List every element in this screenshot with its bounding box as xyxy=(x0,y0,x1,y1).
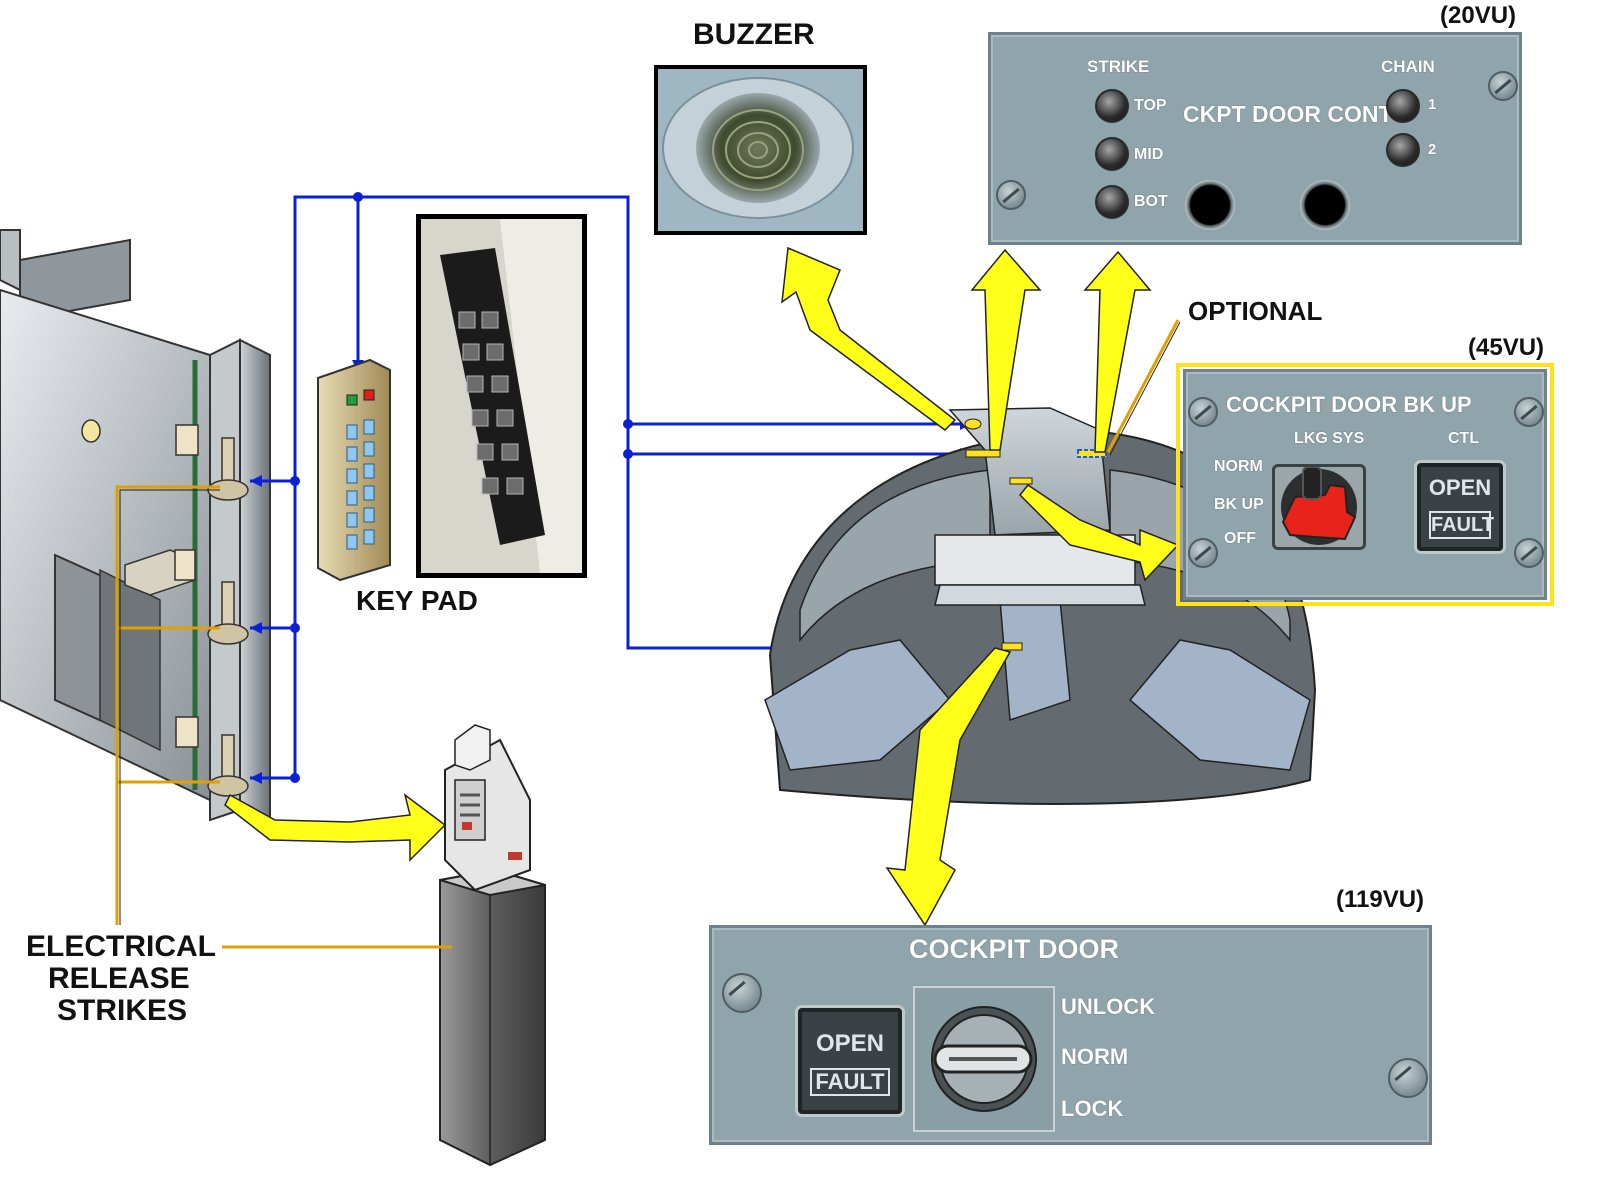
chain-header: CHAIN xyxy=(1381,57,1435,76)
panel-20vu-id: (20VU) xyxy=(1440,2,1517,29)
optional-leader xyxy=(1106,319,1180,453)
strike-detail xyxy=(439,724,546,1167)
panel-45vu-id: (45VU) xyxy=(1468,334,1545,361)
ctl-open-label: OPEN xyxy=(1428,475,1492,500)
cockpit-door-fault-label: FAULT xyxy=(810,1068,890,1096)
chain-1-light-icon xyxy=(1386,89,1420,123)
optional-leader-shadow xyxy=(1109,321,1181,456)
wiring xyxy=(250,195,1000,780)
strike-pin-mid xyxy=(124,549,249,645)
bk-up-label: BK UP xyxy=(1214,496,1264,513)
screw-icon xyxy=(996,180,1026,210)
screw-icon xyxy=(1488,71,1518,101)
panel-45vu-optional-border xyxy=(1176,363,1554,606)
screw-icon xyxy=(722,973,762,1013)
screw-icon xyxy=(1188,397,1218,427)
lkg-sys-label: LKG SYS xyxy=(1294,430,1365,447)
keypad-device xyxy=(317,358,391,582)
rotary-knob-icon xyxy=(931,1006,1037,1112)
norm-position-label: NORM xyxy=(1061,1044,1129,1069)
strike-leader-lines xyxy=(115,485,452,949)
panel-119vu-title: COCKPIT DOOR xyxy=(909,934,1120,964)
screw-icon xyxy=(1388,1058,1428,1098)
screw-icon xyxy=(1188,538,1218,568)
chain-2-light-icon xyxy=(1386,133,1420,167)
off-label: OFF xyxy=(1224,530,1256,547)
ctl-label: CTL xyxy=(1448,430,1480,447)
door-lock-toggle-switch[interactable] xyxy=(913,986,1055,1132)
strikes-label-line3: STRIKES xyxy=(57,994,188,1027)
ctl-fault-label: FAULT xyxy=(1429,511,1494,539)
panel-20vu: STRIKE CHAIN CKPT DOOR CONT TOP MID BOT … xyxy=(988,32,1522,245)
door-assembly xyxy=(0,229,271,822)
lock-label: LOCK xyxy=(1061,1096,1124,1121)
strike-header: STRIKE xyxy=(1087,57,1150,76)
chain-1-label: 1 xyxy=(1428,96,1437,113)
cockpit-door-open-fault-button[interactable]: OPEN FAULT xyxy=(798,1008,902,1114)
callout-arrows xyxy=(224,246,1180,927)
selector-red-knob-icon xyxy=(1281,467,1357,545)
chain-2-label: 2 xyxy=(1428,141,1437,158)
panel-20vu-title: CKPT DOOR CONT xyxy=(1183,101,1393,127)
ctl-open-fault-button[interactable]: OPEN FAULT xyxy=(1417,463,1503,551)
strikes-label-line2: RELEASE xyxy=(48,962,190,995)
strike-top-label: TOP xyxy=(1134,97,1167,114)
keypad-photo xyxy=(416,214,587,578)
norm-label: NORM xyxy=(1214,458,1263,475)
unlock-label: UNLOCK xyxy=(1061,994,1156,1019)
strike-top-light-icon xyxy=(1095,89,1129,123)
panel-45vu-title: COCKPIT DOOR BK UP xyxy=(1226,392,1472,417)
strike-pin-top xyxy=(175,424,249,501)
screw-icon xyxy=(1514,538,1544,568)
strike-bot-light-icon xyxy=(1095,185,1129,219)
screw-icon xyxy=(1514,397,1544,427)
strike-bot-label: BOT xyxy=(1134,193,1168,210)
buzzer-grille-icon xyxy=(1185,180,1235,230)
panel-119vu-id: (119VU) xyxy=(1336,886,1425,913)
strikes-label-line1: ELECTRICAL xyxy=(26,930,216,963)
buzzer-grille-icon xyxy=(1300,180,1350,230)
strike-leader-shadow xyxy=(119,489,220,925)
buzzer-label: BUZZER xyxy=(693,18,815,51)
strike-mid-label: MID xyxy=(1134,146,1164,163)
cockpit-door-open-label: OPEN xyxy=(815,1030,884,1057)
lkg-sys-selector-switch[interactable] xyxy=(1272,464,1366,550)
keypad-label: KEY PAD xyxy=(356,585,478,616)
panel-119vu: COCKPIT DOOR OPEN FAULT UNLOCK NORM LOCK xyxy=(709,925,1432,1145)
strike-mid-light-icon xyxy=(1095,137,1129,171)
buzzer-photo xyxy=(654,65,867,235)
optional-label: OPTIONAL xyxy=(1188,296,1323,326)
panel-45vu: COCKPIT DOOR BK UP LKG SYS CTL NORM BK U… xyxy=(1183,369,1547,600)
